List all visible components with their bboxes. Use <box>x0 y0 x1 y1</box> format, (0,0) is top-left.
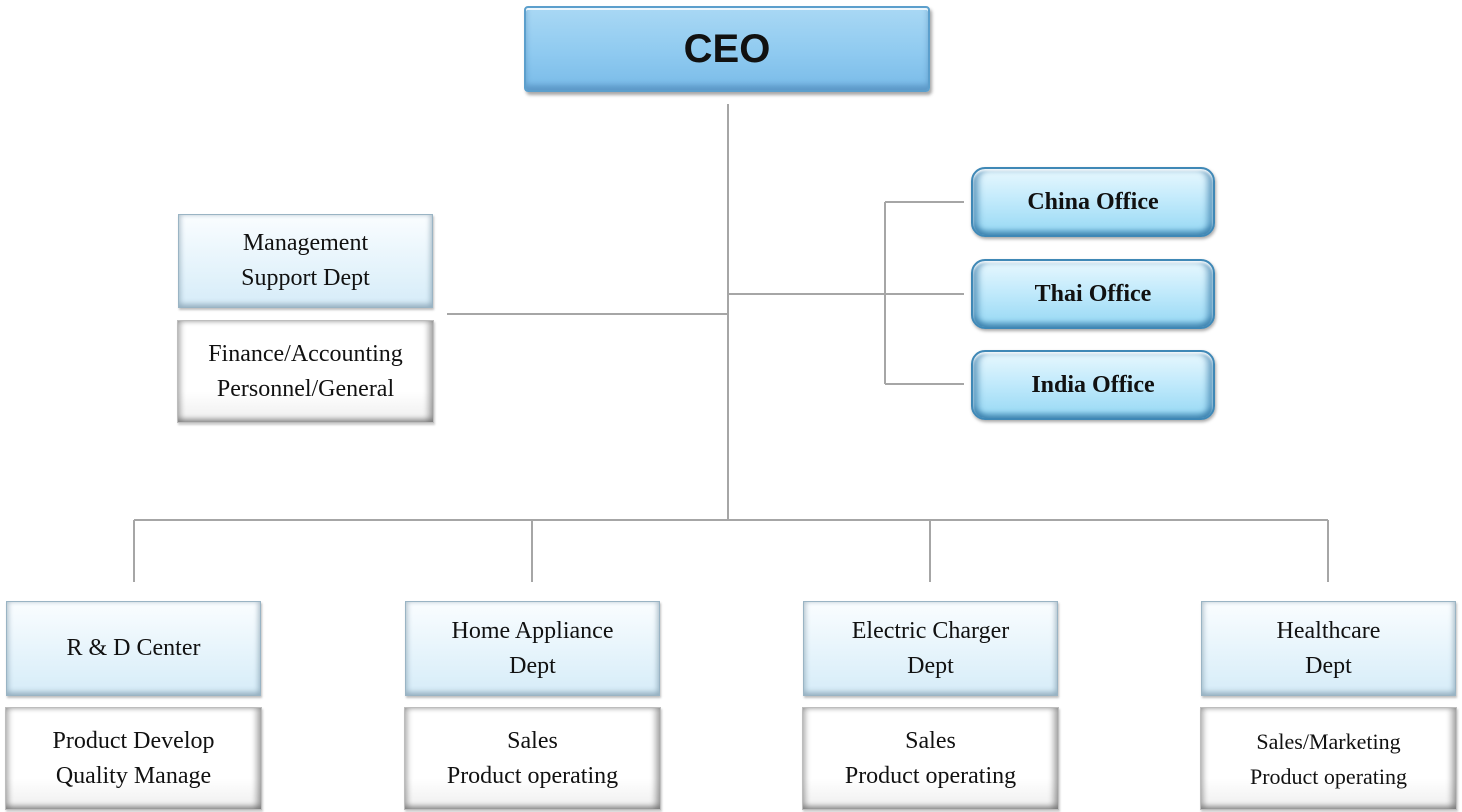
home-appliance-units-box: Sales Product operating <box>404 707 661 810</box>
healthcare-dept-box: Healthcare Dept <box>1201 601 1456 696</box>
china-office-label: China Office <box>1027 188 1159 215</box>
rd-unit-1: Product Develop <box>52 727 215 754</box>
china-office-box: China Office <box>971 167 1215 237</box>
rd-unit-2: Quality Manage <box>55 762 212 789</box>
india-office-label: India Office <box>1031 371 1155 398</box>
home-appliance-title-line-2: Dept <box>509 652 556 679</box>
electric-charger-dept-box: Electric Charger Dept <box>803 601 1058 696</box>
rd-center-box: R & D Center <box>6 601 261 696</box>
home-appliance-unit-1: Sales <box>507 727 558 754</box>
management-support-dept-box: Management Support Dept <box>178 214 433 308</box>
thai-office-label: Thai Office <box>1034 280 1152 307</box>
rd-center-units-box: Product Develop Quality Manage <box>5 707 262 810</box>
healthcare-unit-2: Product operating <box>1249 763 1408 789</box>
thai-office-box: Thai Office <box>971 259 1215 329</box>
electric-charger-unit-2: Product operating <box>844 762 1017 789</box>
healthcare-title-line-2: Dept <box>1305 652 1352 679</box>
home-appliance-dept-box: Home Appliance Dept <box>405 601 660 696</box>
ceo-box: CEO <box>524 6 930 92</box>
management-title-line-2: Support Dept <box>241 265 370 291</box>
rd-center-label: R & D Center <box>66 635 201 661</box>
management-units-box: Finance/Accounting Personnel/General <box>177 320 434 423</box>
india-office-box: India Office <box>971 350 1215 420</box>
electric-charger-title-line-2: Dept <box>907 652 954 679</box>
electric-charger-title-line-1: Electric Charger <box>851 617 1010 644</box>
electric-charger-unit-1: Sales <box>905 727 956 754</box>
ceo-label: CEO <box>683 26 771 71</box>
healthcare-title-line-1: Healthcare <box>1276 617 1381 644</box>
management-title-line-1: Management <box>242 230 369 256</box>
management-unit-personnel: Personnel/General <box>216 375 395 402</box>
home-appliance-title-line-1: Home Appliance <box>451 617 614 644</box>
home-appliance-unit-2: Product operating <box>446 762 619 789</box>
electric-charger-units-box: Sales Product operating <box>802 707 1059 810</box>
healthcare-units-box: Sales/Marketing Product operating <box>1200 707 1457 810</box>
management-unit-finance: Finance/Accounting <box>208 340 403 367</box>
healthcare-unit-1: Sales/Marketing <box>1256 728 1401 754</box>
